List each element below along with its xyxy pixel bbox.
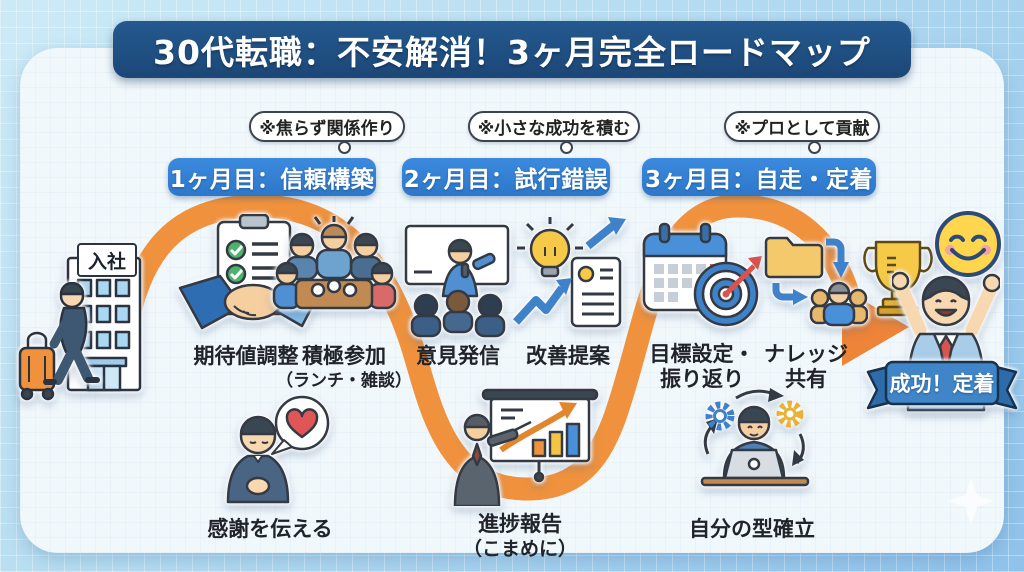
step-label-gratitude: 感謝を伝える [207,517,333,541]
walking-newcomer-icon [18,282,100,401]
phase3-note: ※プロとして貢献 [724,111,880,142]
phase2-note: ※小さな成功を積む [468,111,640,142]
page-title: 30代転職：不安解消！3ヶ月完全ロードマップ [113,21,911,78]
laptop-gears-icon [700,388,810,487]
goal-label: 成功！定着 [889,372,995,396]
step-label-goalsetting: 目標設定・ [649,342,755,366]
phase3-note-tail [808,141,821,154]
phase2-note-tail [560,141,573,154]
step-sublabel-progress: （こまめに） [462,538,577,560]
step-sublabel-participate: （ランチ・雑談） [276,371,412,391]
bow-heart-icon [226,395,330,504]
success-ribbon [866,360,1018,410]
nyusha-sign: 入社 [77,243,137,277]
step-label-improvement: 改善提案 [526,344,610,368]
idea-chart-doc-icon [513,217,626,328]
phase3-label: 3ヶ月目：自走・定着 [642,158,876,196]
step-sublabel-knowledge: 共有 [785,367,827,391]
progress-chart-icon [453,388,599,506]
step-label-progress: 進捗報告 [478,512,562,536]
presentation-icon [404,224,510,338]
step-label-opinion: 意見発信 [416,344,500,368]
sparkle-icon [948,478,994,524]
step-label-expectation: 期待値調整 [193,344,299,368]
step-sublabel-goalsetting: 振り返り [660,367,744,391]
calendar-target-icon [642,222,762,327]
smiley-icon [935,211,1001,277]
folder-share-icon [764,236,868,327]
phase1-label: 1ヶ月目：信頼構築 [168,158,376,196]
phase2-label: 2ヶ月目：試行錯誤 [402,158,610,196]
step-label-participate: 積極参加 [302,344,386,368]
step-label-ownstyle: 自分の型確立 [689,517,815,541]
phase1-note-tail [338,141,351,154]
team-lunch-icon [272,216,397,310]
step-label-knowledge: ナレッジ [764,342,848,366]
phase1-note: ※焦らず関係作り [249,111,405,142]
